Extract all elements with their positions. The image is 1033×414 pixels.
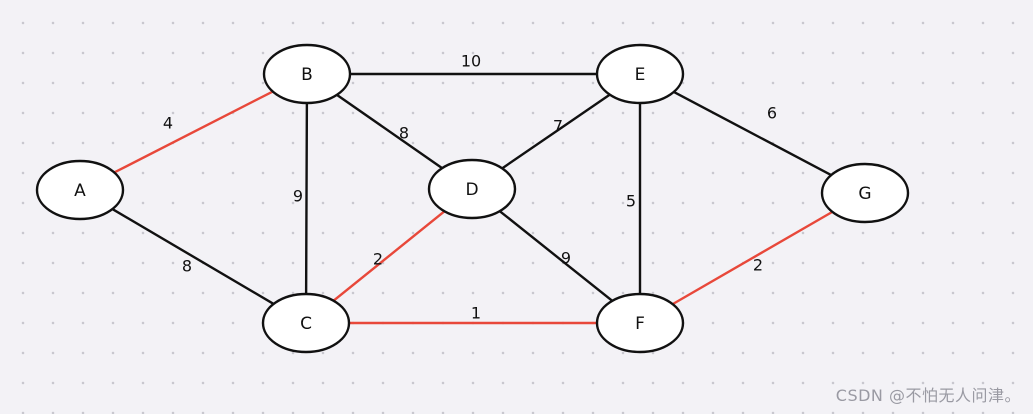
edge-weight-a-c: 8 [182,257,192,276]
edge-weight-b-c: 9 [293,187,303,206]
watermark: CSDN @不怕无人问津。 [835,386,1021,405]
node-d-label: D [465,180,478,200]
edge-weight-b-d: 8 [399,124,409,143]
node-a-shape [35,159,125,221]
node-f: F [595,292,685,354]
node-b: B [262,43,352,105]
edge-b-d [335,93,444,170]
node-b-shape [262,43,352,105]
edge-weight-f-g: 2 [753,256,763,275]
edge-d-f [498,209,614,303]
node-b-label: B [301,65,313,85]
node-g-label: G [858,184,871,204]
node-e-shape [595,43,685,105]
edge-b-c [304,101,309,296]
node-g: G [820,162,910,224]
node-f-shape [595,292,685,354]
edge-e-g [672,90,833,177]
node-f-label: F [635,314,645,334]
edge-weight-a-b: 4 [163,114,173,133]
edge-weight-b-e: 10 [461,52,481,71]
node-g-shape [820,162,910,224]
edge-c-d [332,210,446,302]
weights-layer: 4 8 9 8 10 2 1 7 9 5 6 2 [163,52,777,323]
edge-weight-e-g: 6 [767,104,777,123]
node-c-shape [261,292,351,354]
node-c: C [261,292,351,354]
edge-weight-c-f: 1 [471,304,481,323]
edge-weight-c-d: 2 [373,250,383,269]
node-d: D [427,158,517,220]
edge-a-b [113,90,274,174]
node-a-label: A [74,181,86,201]
node-e: E [595,43,685,105]
edges-layer [111,72,834,325]
edge-weight-d-f: 9 [561,249,571,268]
node-c-label: C [300,314,312,334]
edge-a-c [111,207,275,306]
nodes-layer: A B C D E F G [35,43,910,354]
edge-f-g [671,210,834,306]
edge-weight-d-e: 7 [553,117,563,136]
node-a: A [35,159,125,221]
node-d-shape [427,158,517,220]
edge-d-e [500,93,612,170]
node-e-label: E [635,65,646,85]
edge-weight-e-f: 5 [626,192,636,211]
